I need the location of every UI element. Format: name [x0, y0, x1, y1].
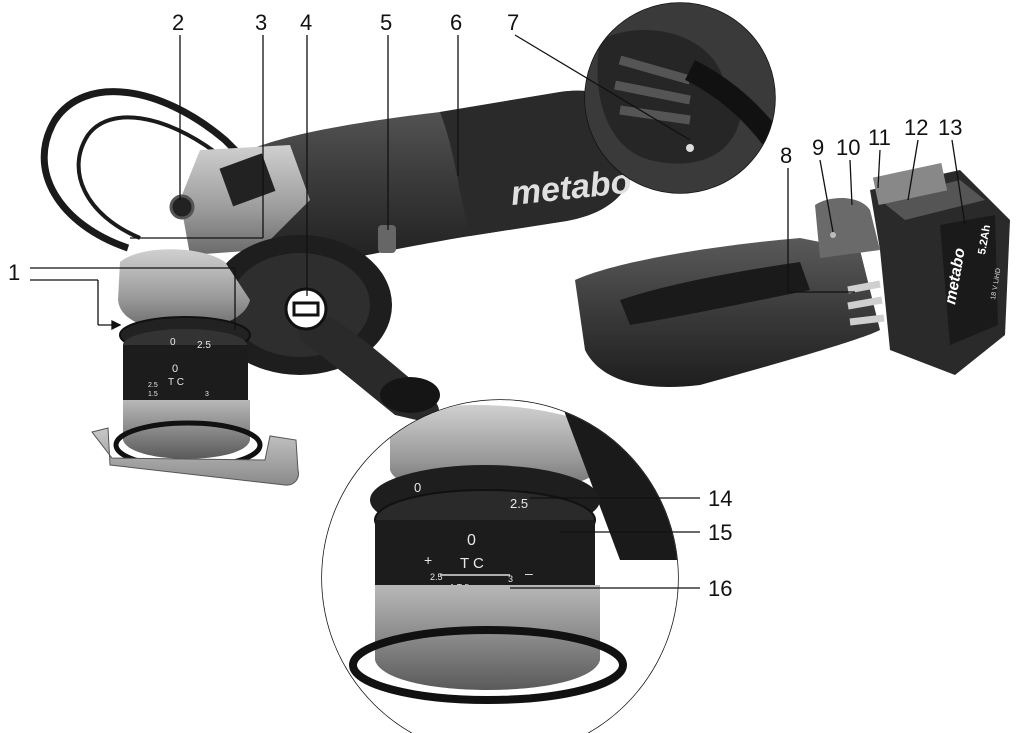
callout-13: 13 — [938, 115, 962, 140]
small-ring-zero: 0 — [172, 363, 178, 375]
callout-14: 14 — [708, 486, 732, 511]
small-scale-a: 2.5 — [148, 382, 158, 389]
inset-zoom: 0 2.5 0 T C + – 2.5 1.5 2.5 3 — [321, 399, 679, 733]
small-dial-value: 2.5 — [197, 340, 211, 351]
callout-3: 3 — [255, 10, 267, 35]
spindle-lock-button — [169, 194, 195, 220]
hoop-handle — [40, 88, 248, 252]
battery-tool: metabo 5.2Ah 18 V LiHD — [575, 163, 1010, 387]
callout-1: 1 — [8, 260, 20, 285]
handle-marker — [284, 287, 328, 331]
battery-capacity: 5.2Ah — [976, 224, 993, 256]
guide-plate — [91, 427, 299, 486]
zoom-scale-d: 3 — [508, 574, 513, 584]
small-dial-zero: 0 — [170, 337, 176, 348]
callout-11: 11 — [868, 125, 891, 150]
callout-5: 5 — [380, 10, 392, 35]
zoom-scale-a: 2.5 — [430, 572, 443, 582]
switch-lever — [815, 198, 880, 258]
callout-8: 8 — [780, 143, 792, 168]
led-indicator — [830, 232, 836, 238]
callout-7: 7 — [507, 10, 519, 35]
callout-16: 16 — [708, 576, 732, 601]
small-tc-label: T C — [168, 377, 184, 388]
callout-15: 15 — [708, 520, 732, 545]
zoom-dial-zero: 0 — [414, 480, 421, 495]
milling-head-cap — [118, 249, 250, 330]
zoom-dial-value: 2.5 — [510, 496, 528, 511]
zoom-minus: – — [525, 565, 533, 581]
callout-2: 2 — [172, 10, 184, 35]
callout-6: 6 — [450, 10, 462, 35]
zoom-plus: + — [424, 552, 432, 568]
callout-4: 4 — [300, 10, 312, 35]
zoom-ring-zero: 0 — [467, 532, 476, 549]
leader-lines — [30, 34, 966, 589]
callout-labels: 1 2 3 4 5 6 7 8 9 10 11 12 13 14 15 16 — [8, 10, 962, 601]
small-scale-c: 3 — [205, 391, 209, 398]
callout-9: 9 — [812, 135, 824, 160]
small-scale-b: 1.5 — [148, 391, 158, 398]
callout-10: 10 — [836, 135, 860, 160]
callout-12: 12 — [904, 115, 928, 140]
grip-vents — [847, 280, 885, 326]
zoom-tc-label: T C — [460, 555, 484, 572]
motor-body-right — [575, 238, 880, 387]
slide-switch — [378, 225, 396, 253]
inset-top — [584, 2, 776, 194]
main-tool: metabo 0 2.5 0 T C 2.5 1.5 3 — [40, 88, 636, 486]
